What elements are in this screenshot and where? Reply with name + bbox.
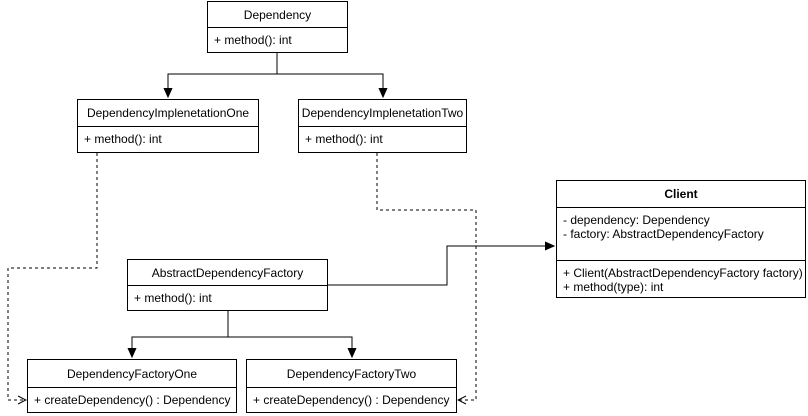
connector-dependency-to-impl-one [168,53,278,97]
class-impl-one-method-0: + method(): int [84,132,162,146]
class-impl-one-name: DependencyImplenetationOne [78,100,258,127]
class-factory-one-name: DependencyFactoryOne [28,360,236,388]
class-abstract-factory-method-0: + method(): int [134,291,212,305]
class-dependency-methods: + method(): int [208,28,347,50]
class-dependency-name: Dependency [208,2,347,28]
class-factory-two-method-0: + createDependency() : Dependency [253,393,450,407]
class-factory-one-methods: + createDependency() : Dependency [28,388,236,410]
connector-factory-to-client [327,246,554,286]
class-impl-two-name: DependencyImplenetationTwo [299,100,466,127]
connector-factory-to-factory-one [132,311,229,357]
class-impl-two[interactable]: DependencyImplenetationTwo + method(): i… [298,99,467,153]
class-dependency-method-0: + method(): int [214,33,292,47]
class-client-attributes: - dependency: Dependency - factory: Abst… [557,208,805,260]
class-factory-two-methods: + createDependency() : Dependency [247,388,456,410]
class-impl-two-method-0: + method(): int [305,132,383,146]
class-factory-one-method-0: + createDependency() : Dependency [34,393,231,407]
class-client-method-1: + method(type): int [563,280,664,294]
class-factory-two[interactable]: DependencyFactoryTwo + createDependency(… [246,359,457,413]
class-impl-one-methods: + method(): int [78,127,258,149]
class-factory-one[interactable]: DependencyFactoryOne + createDependency(… [27,359,237,413]
class-abstract-factory-methods: + method(): int [128,286,327,308]
connector-dependency-to-impl-two [277,73,383,97]
class-impl-two-methods: + method(): int [299,127,466,149]
class-client-attribute-0: - dependency: Dependency [563,213,710,227]
class-client-attribute-1: - factory: AbstractDependencyFactory [563,227,764,241]
class-factory-two-name: DependencyFactoryTwo [247,360,456,388]
class-client-name: Client [557,181,805,208]
class-dependency[interactable]: Dependency + method(): int [207,1,348,53]
class-abstract-factory-name: AbstractDependencyFactory [128,260,327,286]
connector-impl-one-to-factory-one [7,153,98,400]
class-client-methods: + Client(AbstractDependencyFactory facto… [557,260,805,297]
class-client-method-0: + Client(AbstractDependencyFactory facto… [563,266,803,280]
connector-factory-to-factory-two [228,336,352,357]
connector-impl-two-to-factory-two [376,153,477,400]
class-client[interactable]: Client - dependency: Dependency - factor… [556,180,806,298]
class-abstract-factory[interactable]: AbstractDependencyFactory + method(): in… [127,259,328,311]
class-impl-one[interactable]: DependencyImplenetationOne + method(): i… [77,99,259,153]
